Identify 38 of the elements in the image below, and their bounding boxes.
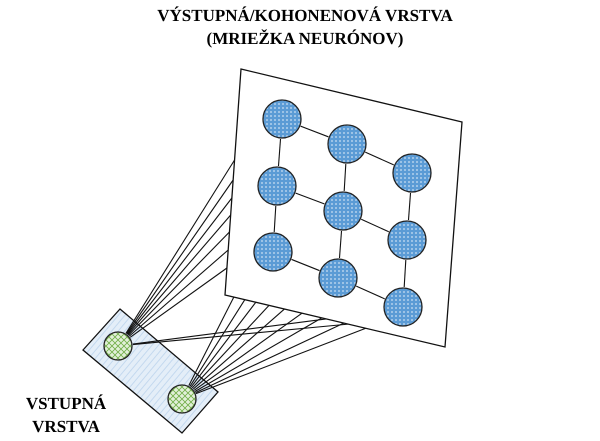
connection-line — [360, 218, 390, 232]
connection-line — [404, 260, 406, 288]
layer-heading: VSTUPNÁ VRSTVA — [24, 393, 108, 438]
neuron-circle — [387, 220, 427, 260]
connection-line — [365, 152, 394, 166]
connection-line — [192, 305, 270, 388]
connection-line — [274, 206, 276, 232]
connection-line — [130, 268, 228, 338]
connection-line — [344, 164, 346, 192]
connection-line — [408, 192, 412, 220]
connection-line — [190, 299, 246, 387]
connection-line — [128, 232, 230, 336]
neuron-circle — [253, 232, 293, 272]
neuron-circle — [257, 166, 297, 206]
connection-line — [296, 192, 324, 204]
neuron-circle — [323, 191, 363, 231]
connection-line — [132, 318, 326, 345]
connection-line — [291, 258, 320, 272]
connection-line — [190, 302, 256, 388]
neuron-circle — [327, 124, 367, 164]
connection-line — [196, 328, 366, 394]
connection-line — [356, 286, 385, 300]
connection-line — [128, 250, 229, 337]
neuron-circle — [103, 331, 133, 361]
neuron-circle — [318, 258, 358, 298]
layer-heading: VÝSTUPNÁ/KOHONENOVÁ VRSTVA (MRIEŽKA NEURÓNOV) — [156, 5, 454, 50]
neuron-circle — [262, 99, 302, 139]
connection-line — [338, 230, 342, 258]
neuron-circle — [167, 384, 197, 414]
connection-line — [194, 312, 302, 391]
connection-line — [188, 296, 234, 386]
connection-line — [192, 308, 285, 390]
connection-line — [195, 322, 344, 394]
connection-line — [278, 138, 282, 166]
connection-line — [194, 317, 322, 392]
connection-line — [300, 126, 329, 138]
neuron-circle — [392, 153, 432, 193]
neuron-circle — [383, 287, 423, 327]
